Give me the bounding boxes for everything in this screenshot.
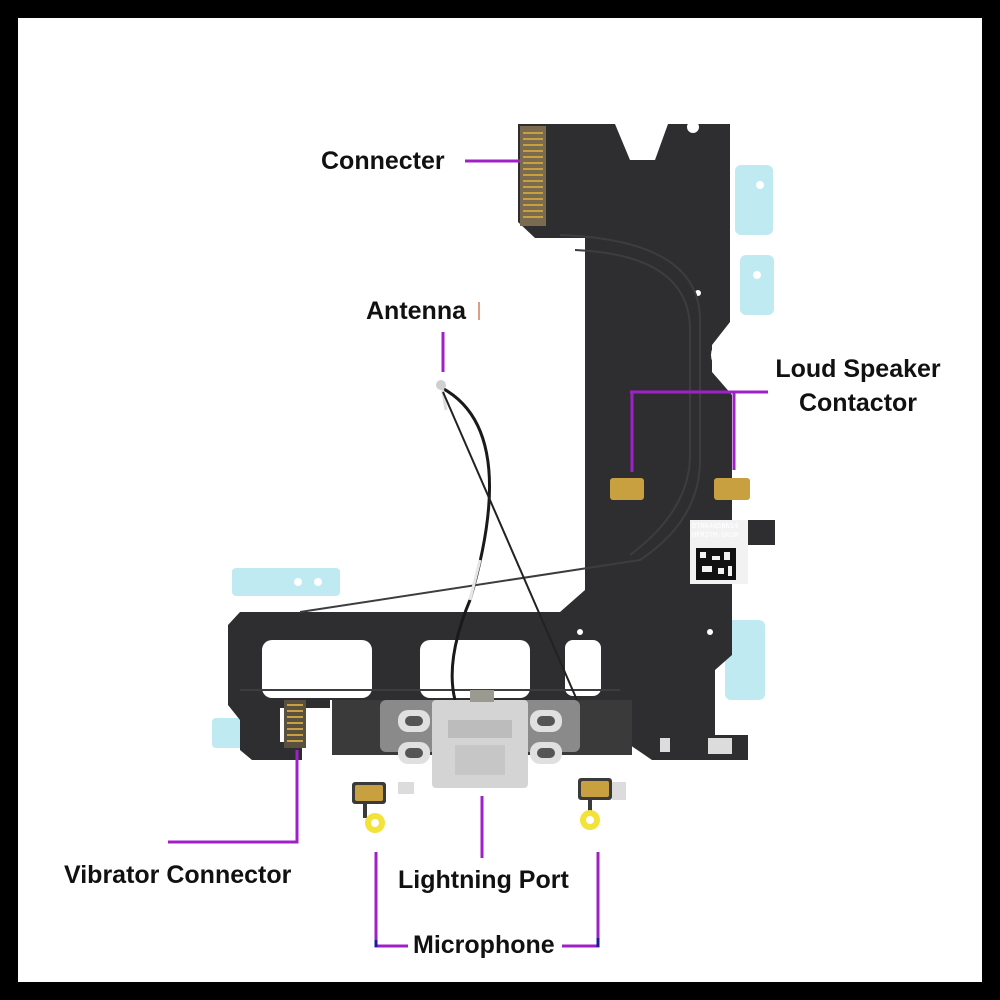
vibrator-connector-part	[284, 700, 306, 748]
gasket-mid-right	[740, 255, 774, 315]
label-lightning-port: Lightning Port	[398, 866, 569, 894]
label-loud-speaker-contactor: Loud Speaker Contactor	[758, 354, 958, 418]
gasket-right-low	[725, 620, 765, 700]
antenna-cable	[436, 380, 591, 731]
board-tag-line2: HFR3TM-GKGM	[692, 531, 739, 539]
side-contact	[660, 738, 732, 754]
pointer-speaker	[630, 390, 768, 472]
board-tag-line1: DTN6405BN14	[692, 522, 739, 530]
lightning-port-part	[332, 690, 632, 788]
top-connector	[520, 126, 546, 226]
flex-cable-diagram	[168, 121, 775, 948]
barcode-sticker	[690, 520, 748, 584]
diagram-frame: DTN6405BN14 HFR3TM-GKGM Connecter Antenn…	[18, 18, 982, 982]
label-microphone: Microphone	[413, 931, 555, 959]
microphone-parts	[352, 778, 626, 833]
board-cutouts	[262, 121, 745, 698]
pointer-vibrator	[168, 750, 299, 844]
flex-board	[228, 124, 775, 760]
label-loud-speaker-line1: Loud Speaker	[775, 355, 941, 383]
label-loud-speaker-line2: Contactor	[798, 389, 918, 417]
gasket-top-right	[735, 165, 773, 235]
label-vibrator-connector: Vibrator Connector	[64, 861, 292, 889]
speaker-contacts	[610, 478, 750, 500]
label-connecter: Connecter	[321, 147, 445, 175]
label-antenna: Antenna	[366, 297, 466, 325]
gasket-left-small	[232, 568, 340, 596]
pointer-lines	[168, 159, 768, 948]
